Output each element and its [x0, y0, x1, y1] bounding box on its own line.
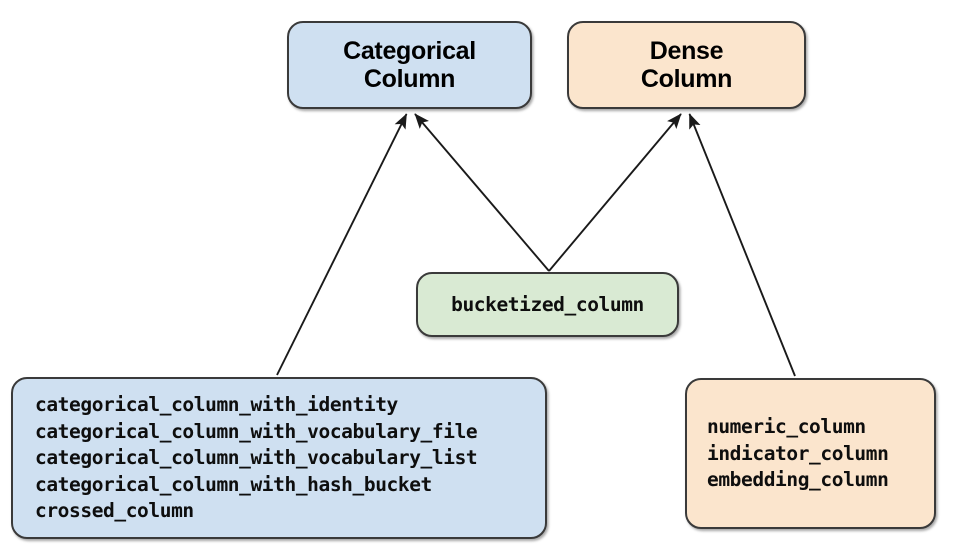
edge-bucketized-to-categorical-column	[414, 113, 550, 272]
node-dense-column[interactable]: Dense Column	[567, 21, 806, 109]
node-dense-functions[interactable]: numeric_column indicator_column embeddin…	[685, 378, 936, 529]
list-item: embedding_column	[707, 468, 889, 492]
edge-dense-functions-to-dense-column	[688, 113, 796, 377]
list-item: indicator_column	[707, 441, 889, 465]
list-item: categorical_column_with_vocabulary_file	[35, 419, 478, 443]
node-bucketized-column-label: bucketized_column	[451, 292, 644, 316]
node-dense-column-label: Dense Column	[640, 37, 733, 93]
edge-categorical-functions-to-categorical-column	[276, 113, 408, 376]
dense-functions-list: numeric_column indicator_column embeddin…	[707, 415, 889, 492]
node-categorical-functions[interactable]: categorical_column_with_identity categor…	[11, 377, 547, 539]
list-item: categorical_column_with_vocabulary_list	[35, 446, 478, 470]
edge-bucketized-to-dense-column	[548, 113, 682, 272]
categorical-functions-list: categorical_column_with_identity categor…	[35, 393, 478, 523]
node-bucketized-column[interactable]: bucketized_column	[416, 272, 679, 337]
node-categorical-column[interactable]: Categorical Column	[287, 21, 532, 109]
node-categorical-column-label: Categorical Column	[343, 37, 476, 93]
list-item: numeric_column	[707, 415, 866, 439]
list-item: crossed_column	[35, 499, 194, 523]
list-item: categorical_column_with_hash_bucket	[35, 472, 432, 496]
list-item: categorical_column_with_identity	[35, 393, 398, 417]
